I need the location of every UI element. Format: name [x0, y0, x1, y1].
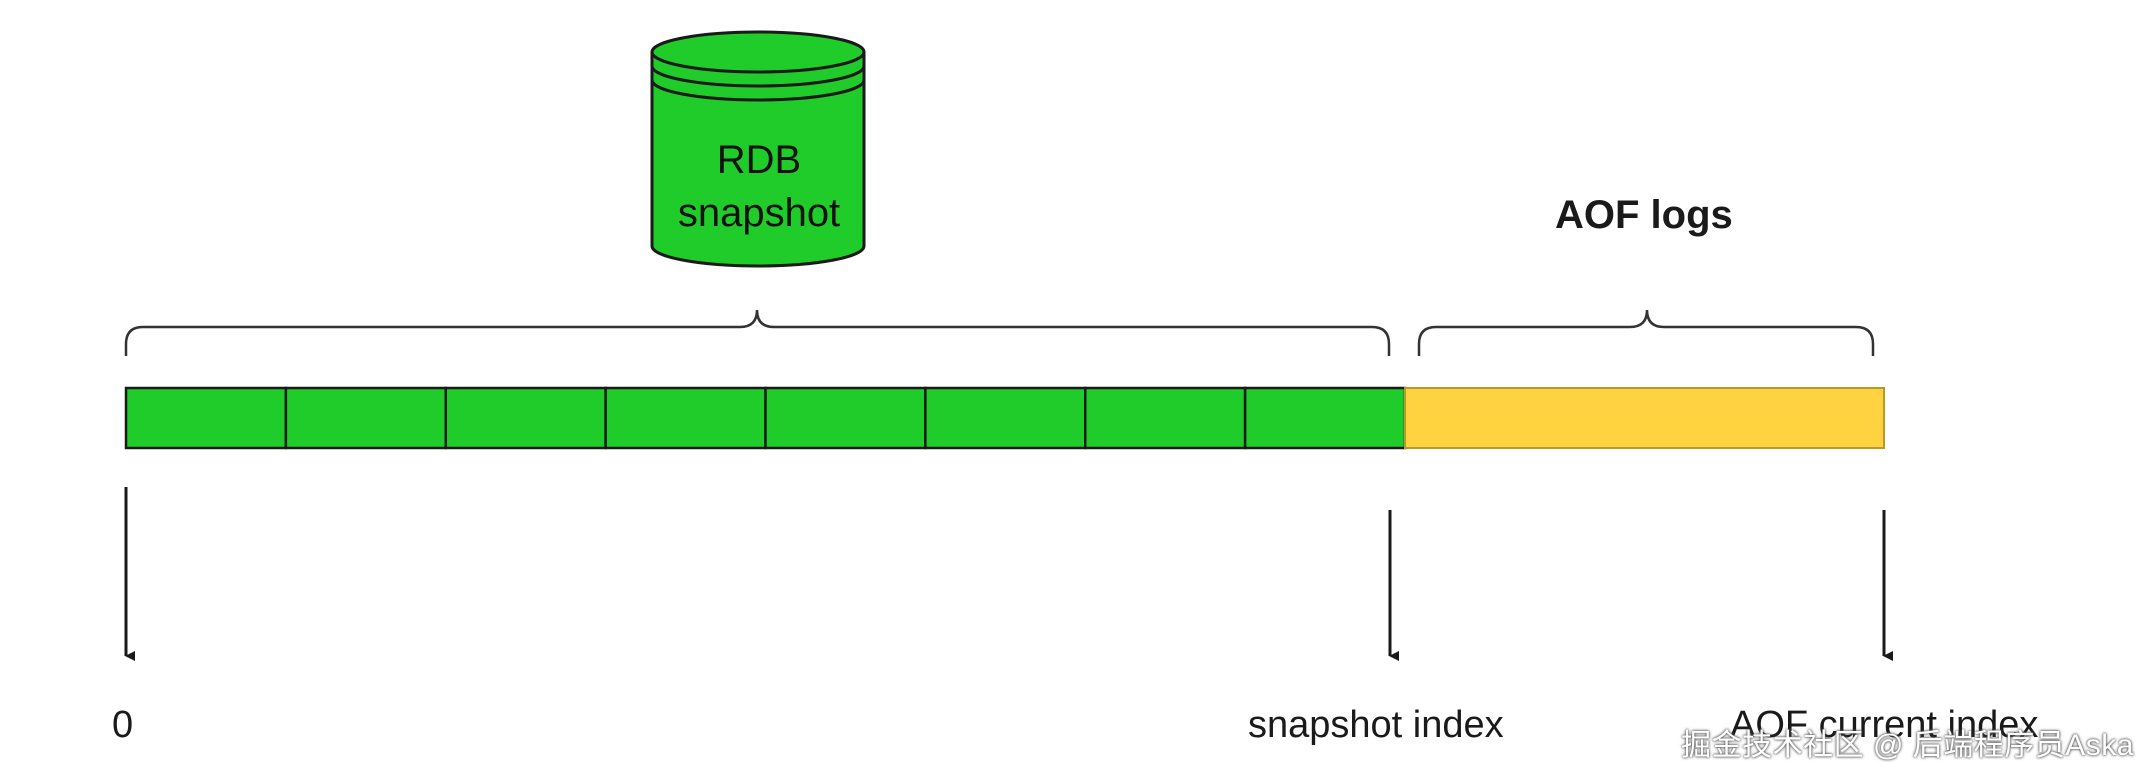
rdb-label-line1: RDB	[716, 138, 802, 182]
aof-brace	[1417, 309, 1875, 356]
snapshot-index-label: snapshot index	[1248, 704, 1504, 746]
rdb-log-segment	[764, 386, 927, 450]
rdb-log-segment	[1084, 386, 1247, 450]
rdb-log-segment	[444, 386, 607, 450]
log-bar	[124, 386, 1885, 450]
aof-current-index-label: AOF current index	[1730, 704, 2039, 746]
rdb-brace	[124, 309, 1391, 356]
rdb-log-segment	[924, 386, 1087, 450]
start-index-label: 0	[112, 704, 134, 746]
rdb-log-segment	[604, 386, 767, 450]
rdb-log-segment	[1243, 386, 1407, 450]
rdb-database-icon	[650, 30, 866, 268]
rdb-label-line2: snapshot	[677, 191, 841, 235]
aof-log-segment	[1404, 387, 1885, 449]
rdb-log-segment	[284, 386, 447, 450]
aof-logs-label: AOF logs	[1555, 193, 1733, 237]
rdb-log-segment	[124, 386, 288, 450]
watermark-text: 掘金技术社区 @ 后端程序员Aska	[1681, 729, 2134, 762]
